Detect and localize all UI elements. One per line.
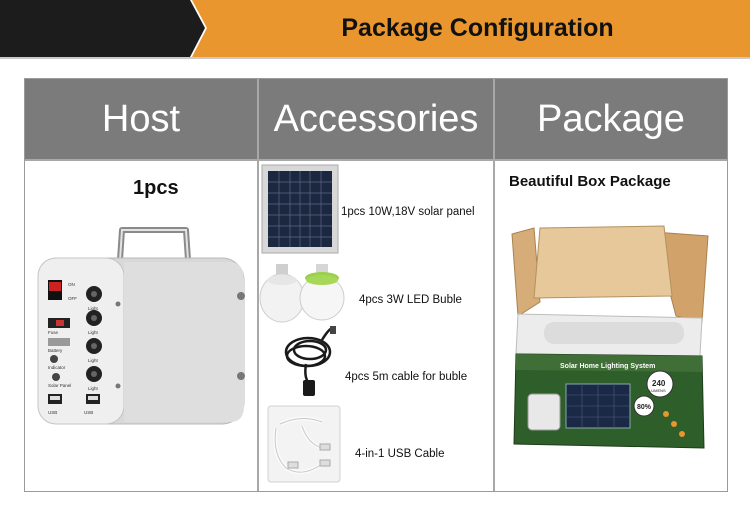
panel-off-label: OFF — [68, 296, 77, 301]
box-percent: 80% — [637, 404, 652, 411]
panel-usb-label-right: USB — [84, 410, 93, 415]
banner-divider — [0, 57, 750, 59]
package-box-image: Solar Home Lighting System 240 LUMENS 80… — [511, 225, 709, 449]
package-table: Host Accessories Package 1pcs 1pcs 10W,1… — [24, 78, 728, 492]
panel-light-label-3: Light — [88, 358, 99, 363]
box-lumens-unit: LUMENS — [649, 388, 666, 393]
header-banner: Package Configuration — [0, 0, 750, 57]
led-bulbs-image — [259, 264, 345, 323]
panel-light-label-1: Light — [88, 306, 99, 311]
column-divider — [257, 79, 259, 491]
header-host: Host — [25, 79, 257, 159]
header-accessories: Accessories — [259, 79, 493, 159]
panel-usb-label-left: USB — [48, 410, 57, 415]
accessory-cable-label: 4pcs 5m cable for buble — [345, 371, 468, 383]
panel-light-label-2: Light — [88, 330, 99, 335]
banner-title: Package Configuration — [341, 14, 614, 42]
header-divider — [25, 159, 727, 161]
accessory-led-bulb-label: 4pcs 3W LED Buble — [359, 294, 462, 306]
panel-fuse-label: Fuse — [48, 330, 59, 335]
box-text: Solar Home Lighting System — [560, 363, 655, 370]
column-divider — [493, 79, 495, 491]
bulb-cable-image — [284, 326, 336, 396]
usb-cable-image — [267, 405, 341, 483]
host-quantity: 1pcs — [133, 177, 179, 199]
package-title: Beautiful Box Package — [509, 173, 671, 190]
accessory-solar-panel-label: 1pcs 10W,18V solar panel — [341, 206, 475, 218]
accessory-usb-cable-label: 4-in-1 USB Cable — [355, 448, 445, 460]
panel-on-label: ON — [68, 282, 75, 287]
banner-orange-band — [192, 0, 750, 57]
header-package: Package — [495, 79, 727, 159]
panel-light-label-4: Light — [88, 386, 99, 391]
panel-battery-label: Battery — [48, 348, 63, 353]
banner-dark-tab — [0, 0, 205, 57]
panel-indicator-label: Indicator — [48, 365, 66, 370]
panel-solar-label: Solar Panel — [48, 383, 71, 388]
solar-panel-image — [261, 164, 339, 254]
host-unit-image: ON OFF Fuse Battery Indicator Solar Pane… — [37, 227, 245, 425]
box-lumens: 240 — [652, 379, 666, 388]
